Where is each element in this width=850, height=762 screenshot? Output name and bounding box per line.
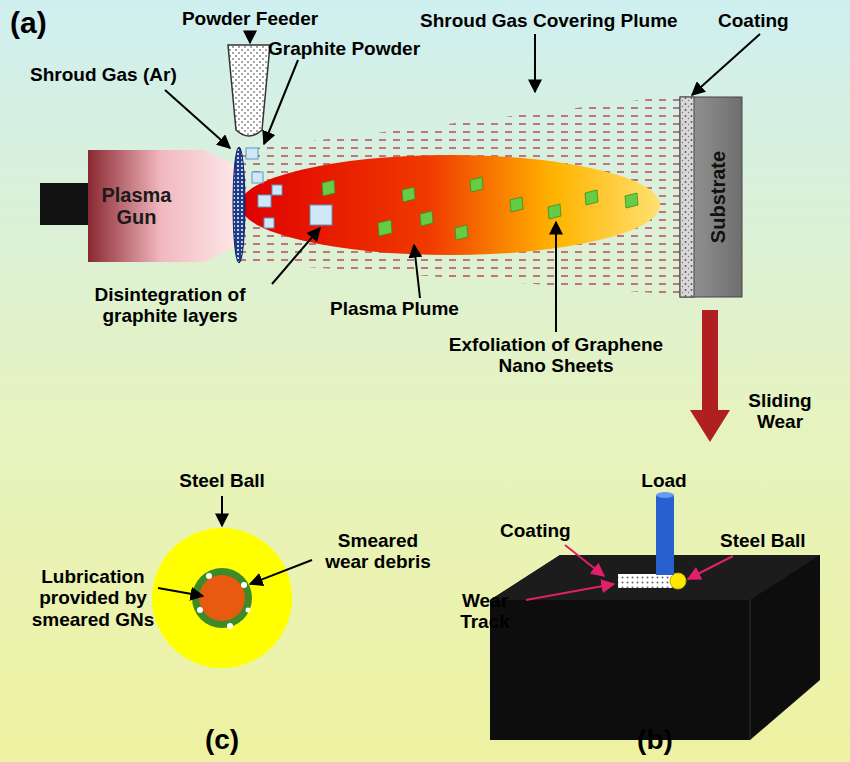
part-label: Load [624,470,704,491]
part-label: Lubrication provided by smeared GNs [18,566,168,630]
label-tag: (a) [10,6,60,40]
label-tag: (b) [625,724,685,755]
gun-body: Plasma Gun [88,150,208,262]
part-label: Smeared wear debris [318,530,438,573]
label-tag: (c) [192,724,252,755]
part-label: Graphite Powder [268,38,428,59]
part-label: Shroud Gas (Ar) [30,64,200,85]
part-label: Steel Ball [720,530,840,551]
substrate-block: Substrate [694,97,742,297]
process-label: Sliding Wear [735,390,825,433]
part-label: Plasma Plume [330,298,470,319]
part-label: Powder Feeder [160,8,340,29]
node-text: Substrate [707,151,729,243]
part-label: Steel Ball [162,470,282,491]
process-label: Disintegration of graphite layers [65,284,275,327]
process-label: Exfoliation of Graphene Nano Sheets [441,334,671,377]
node-text: Plasma Gun [88,184,184,228]
part-label: Coating [500,520,600,541]
part-label: Shroud Gas Covering Plume [420,10,690,31]
part-label: Coating [718,10,818,31]
part-label: Wear Track [440,590,530,633]
